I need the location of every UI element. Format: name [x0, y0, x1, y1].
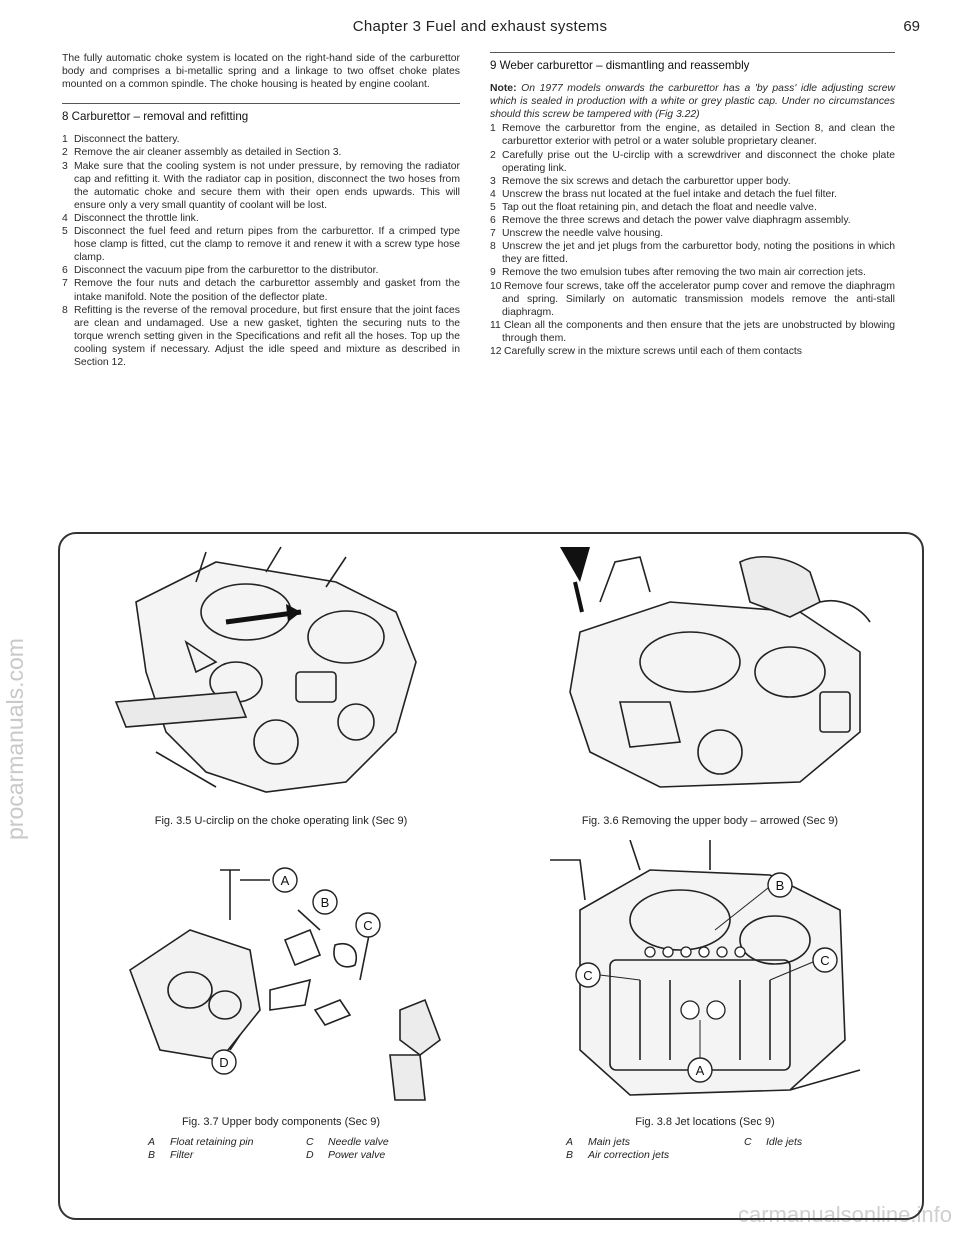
legend-key: D [306, 1149, 314, 1161]
fig-3-8-callout-b: B [776, 878, 785, 893]
fig-3-8-callout-c-left: C [583, 968, 592, 983]
fig-3-7-illustration: A B C D [120, 840, 450, 1110]
section-8-heading: 8 Carburettor – removal and refitting [62, 110, 249, 124]
page-number: 69 [903, 18, 920, 35]
legend-label: Filter [170, 1149, 194, 1161]
legend-key: B [566, 1149, 574, 1161]
fig-3-6-illustration [520, 542, 900, 802]
section-9-heading: 9 Weber carburettor – dismantling and re… [490, 59, 750, 72]
side-watermark: procarmanuals.com [2, 638, 29, 840]
legend-key: C [306, 1136, 314, 1148]
legend-label: Air correction jets [588, 1149, 670, 1161]
right-column: 9 Weber carburettor – dismantling and re… [490, 52, 895, 358]
figure-panel [58, 532, 924, 1220]
legend-label: Needle valve [328, 1136, 389, 1148]
fig-3-7-callout-c: C [363, 918, 372, 933]
side-watermark-text: procarmanuals.com [2, 638, 28, 840]
fig-3-5-caption: Fig. 3.5 U-circlip on the choke operatin… [154, 815, 408, 827]
chapter-title: Chapter 3 Fuel and exhaust systems [352, 18, 608, 35]
section-9-note: Note: On 1977 models onwards the carbure… [490, 82, 895, 121]
fig-3-8-legend: A Main jets C Idle jets B Air correction… [566, 1136, 808, 1162]
choke-intro-paragraph: The fully automatic choke system is loca… [62, 53, 460, 91]
legend-label: Power valve [328, 1149, 386, 1161]
fig-3-8-caption: Fig. 3.8 Jet locations (Sec 9) [635, 1116, 775, 1128]
fig-3-7-callout-b: B [321, 895, 330, 910]
fig-3-8-illustration: B C C A [540, 840, 880, 1110]
fig-3-7-caption: Fig. 3.7 Upper body components (Sec 9) [181, 1116, 381, 1128]
fig-3-7-callout-a: A [281, 873, 290, 888]
legend-key: C [744, 1136, 752, 1148]
legend-label: Main jets [588, 1136, 631, 1148]
left-column: The fully automatic choke system is loca… [62, 52, 460, 369]
fig-3-8-callout-a: A [696, 1063, 705, 1078]
legend-key: B [148, 1149, 156, 1161]
fig-3-6-caption: Fig. 3.6 Removing the upper body – arrow… [581, 815, 839, 827]
section-divider [62, 103, 460, 105]
legend-label: Idle jets [766, 1136, 803, 1148]
legend-key: A [566, 1136, 574, 1148]
fig-3-7-legend: A Float retaining pin C Needle valve B F… [148, 1136, 395, 1162]
fig-3-7-callout-d: D [219, 1055, 228, 1070]
legend-label: Float retaining pin [170, 1136, 254, 1148]
legend-key: A [148, 1136, 156, 1148]
section-divider [490, 52, 895, 53]
fig-3-5-illustration [96, 542, 456, 802]
note-text: On 1977 models onwards the carburettor h… [490, 83, 895, 121]
fig-3-8-callout-c-right: C [820, 953, 829, 968]
note-label: Note: [490, 83, 517, 95]
